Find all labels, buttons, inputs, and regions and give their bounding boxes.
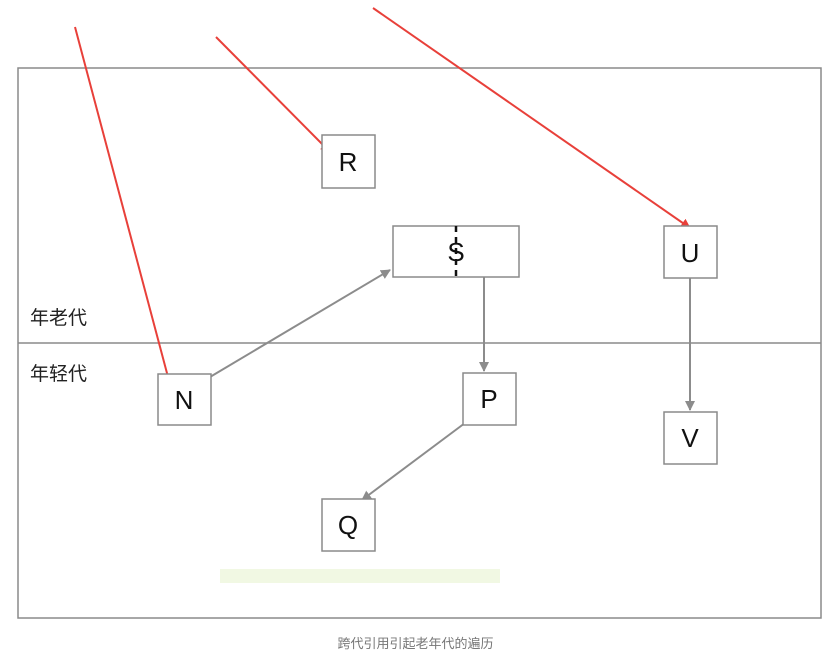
old-generation-label: 年老代: [30, 307, 87, 329]
edge-p-to-q: [361, 422, 466, 501]
node-s-label: S: [447, 237, 464, 267]
node-u-label: U: [681, 238, 700, 268]
node-r: R: [321, 134, 376, 189]
node-v-label: V: [681, 423, 699, 453]
node-r-label: R: [339, 147, 358, 177]
node-v: V: [663, 411, 718, 465]
node-n-label: N: [175, 385, 194, 415]
node-p-label: P: [480, 384, 497, 414]
young-generation-label: 年轻代: [30, 363, 87, 385]
node-q: Q: [321, 498, 376, 552]
node-p: P: [462, 372, 517, 426]
root-arrow-to-r: [215, 36, 331, 153]
faint-highlight: [220, 569, 500, 583]
node-n: N: [157, 373, 212, 426]
node-u: U: [663, 225, 718, 279]
node-q-label: Q: [338, 510, 358, 540]
root-arrow-to-n: [74, 26, 175, 393]
edge-n-to-s: [209, 269, 391, 378]
figure-caption: 跨代引用引起老年代的遍历: [337, 637, 494, 652]
node-s: S: [392, 225, 520, 278]
root-arrow-to-u: [372, 7, 691, 229]
